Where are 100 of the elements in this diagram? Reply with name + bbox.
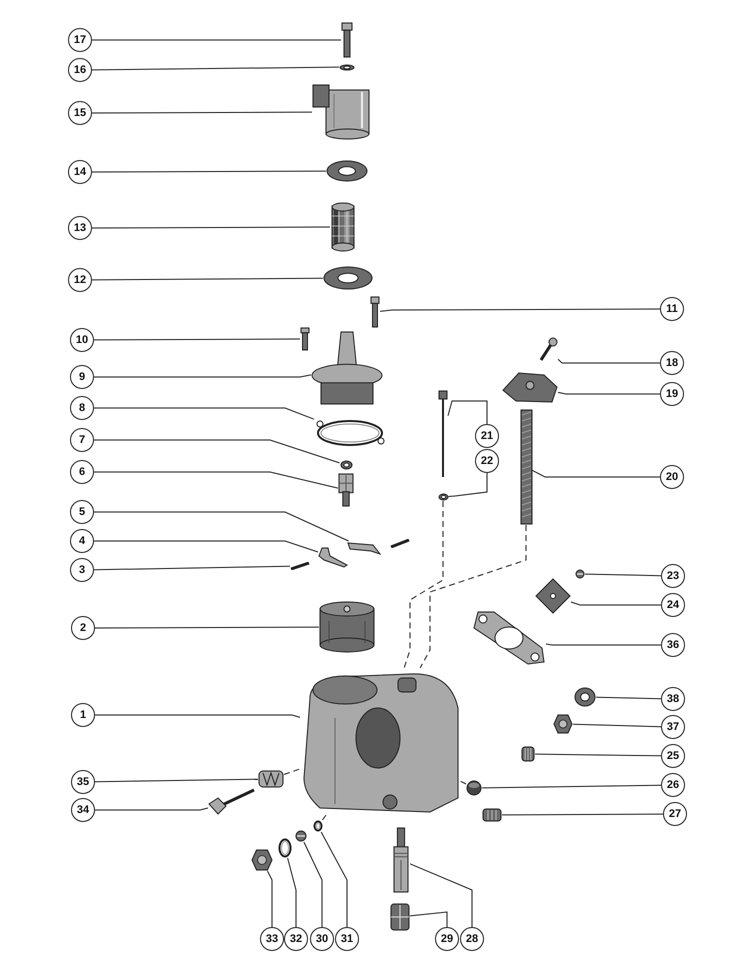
callout-number: 12 bbox=[68, 268, 92, 292]
callout-number: 18 bbox=[660, 351, 684, 375]
callout-number: 25 bbox=[661, 744, 685, 768]
pin-drawing bbox=[290, 562, 310, 570]
washer-drawing bbox=[438, 493, 448, 501]
leader-line bbox=[94, 338, 300, 340]
leader-line bbox=[92, 66, 340, 70]
screw-drawing bbox=[538, 337, 558, 363]
leader-line bbox=[94, 408, 314, 420]
washer-drawing bbox=[326, 160, 368, 182]
callout-number: 27 bbox=[663, 802, 687, 826]
assembly-line bbox=[420, 524, 526, 668]
leader-line bbox=[94, 714, 300, 718]
valve-drawing bbox=[338, 473, 354, 507]
screw-drawing bbox=[295, 830, 307, 842]
stem-drawing bbox=[392, 827, 410, 893]
o-ring-drawing bbox=[278, 838, 292, 858]
nut-drawing bbox=[553, 714, 573, 734]
o-ring-drawing bbox=[313, 820, 323, 832]
leader-line bbox=[596, 696, 662, 700]
leader-line bbox=[558, 392, 660, 394]
callout-number: 9 bbox=[70, 365, 94, 389]
callout-number: 11 bbox=[660, 297, 684, 321]
assembly-line bbox=[322, 814, 328, 820]
washer-drawing bbox=[574, 687, 596, 707]
leader-line bbox=[502, 814, 664, 816]
leader-line bbox=[410, 863, 472, 928]
callout-number: 22 bbox=[475, 449, 499, 473]
clip-drawing bbox=[347, 541, 381, 555]
callout-number: 16 bbox=[68, 58, 92, 82]
callout-number: 2 bbox=[71, 616, 95, 640]
callout-number: 21 bbox=[475, 424, 499, 448]
callout-number: 14 bbox=[68, 160, 92, 184]
callout-number: 19 bbox=[660, 382, 684, 406]
callout-number: 3 bbox=[70, 558, 94, 582]
leader-line bbox=[92, 112, 312, 114]
callout-number: 20 bbox=[660, 465, 684, 489]
leader-line bbox=[558, 358, 660, 364]
callout-number: 6 bbox=[70, 460, 94, 484]
cap-drawing bbox=[466, 780, 482, 796]
washer-drawing bbox=[340, 460, 352, 470]
bracket-drawing bbox=[502, 371, 558, 403]
gasket-drawing bbox=[314, 419, 386, 447]
leader-line bbox=[448, 400, 488, 424]
leader-line bbox=[92, 278, 324, 280]
screw-drawing bbox=[575, 569, 585, 579]
callout-number: 30 bbox=[310, 927, 334, 951]
callout-number: 10 bbox=[70, 328, 94, 352]
leader-line bbox=[380, 308, 660, 312]
leader-line bbox=[532, 470, 660, 478]
callout-number: 4 bbox=[70, 529, 94, 553]
callout-number: 36 bbox=[661, 633, 685, 657]
callout-number: 35 bbox=[71, 770, 95, 794]
leader-line bbox=[570, 602, 662, 606]
lever-drawing bbox=[318, 546, 348, 568]
callout-number: 29 bbox=[435, 927, 459, 951]
assembly-line bbox=[460, 780, 466, 784]
leader-line bbox=[94, 626, 320, 628]
callout-number: 37 bbox=[661, 715, 685, 739]
float-drawing bbox=[319, 601, 375, 653]
leader-line bbox=[546, 644, 662, 646]
bolt-drawing bbox=[300, 327, 310, 351]
bolt-drawing bbox=[370, 296, 380, 328]
leader-line bbox=[94, 566, 290, 570]
leader-line bbox=[94, 540, 318, 552]
bowl-drawing bbox=[312, 84, 370, 140]
plug-drawing bbox=[482, 808, 502, 822]
callout-number: 32 bbox=[284, 927, 308, 951]
assembly-line bbox=[284, 768, 300, 775]
screen-drawing bbox=[330, 202, 356, 252]
callout-number: 1 bbox=[71, 703, 95, 727]
callout-number: 38 bbox=[661, 687, 685, 711]
callout-number: 13 bbox=[68, 216, 92, 240]
leader-line bbox=[320, 832, 348, 928]
needle-drawing bbox=[438, 390, 448, 478]
plug-drawing bbox=[521, 746, 535, 762]
callout-number: 7 bbox=[70, 428, 94, 452]
leader-line bbox=[534, 754, 662, 756]
gasket-drawing bbox=[472, 610, 546, 666]
leader-line bbox=[267, 870, 272, 928]
callout-number: 17 bbox=[68, 28, 92, 52]
leader-line bbox=[94, 512, 350, 542]
callout-number: 5 bbox=[70, 500, 94, 524]
callout-number: 28 bbox=[460, 927, 484, 951]
leader-line bbox=[410, 911, 448, 928]
leader-line bbox=[94, 440, 340, 464]
rod-drawing bbox=[520, 409, 532, 525]
plate-drawing bbox=[535, 578, 571, 614]
callout-number: 8 bbox=[70, 396, 94, 420]
leader-line bbox=[94, 472, 338, 489]
nut-drawing bbox=[251, 849, 273, 871]
jet-drawing bbox=[390, 903, 410, 931]
leader-line bbox=[287, 858, 296, 928]
washer-drawing bbox=[323, 266, 373, 290]
callout-number: 15 bbox=[68, 101, 92, 125]
bolt-drawing bbox=[341, 22, 353, 58]
leader-line bbox=[448, 472, 488, 497]
leader-line bbox=[94, 778, 258, 782]
callout-number: 33 bbox=[260, 927, 284, 951]
callout-number: 34 bbox=[71, 798, 95, 822]
